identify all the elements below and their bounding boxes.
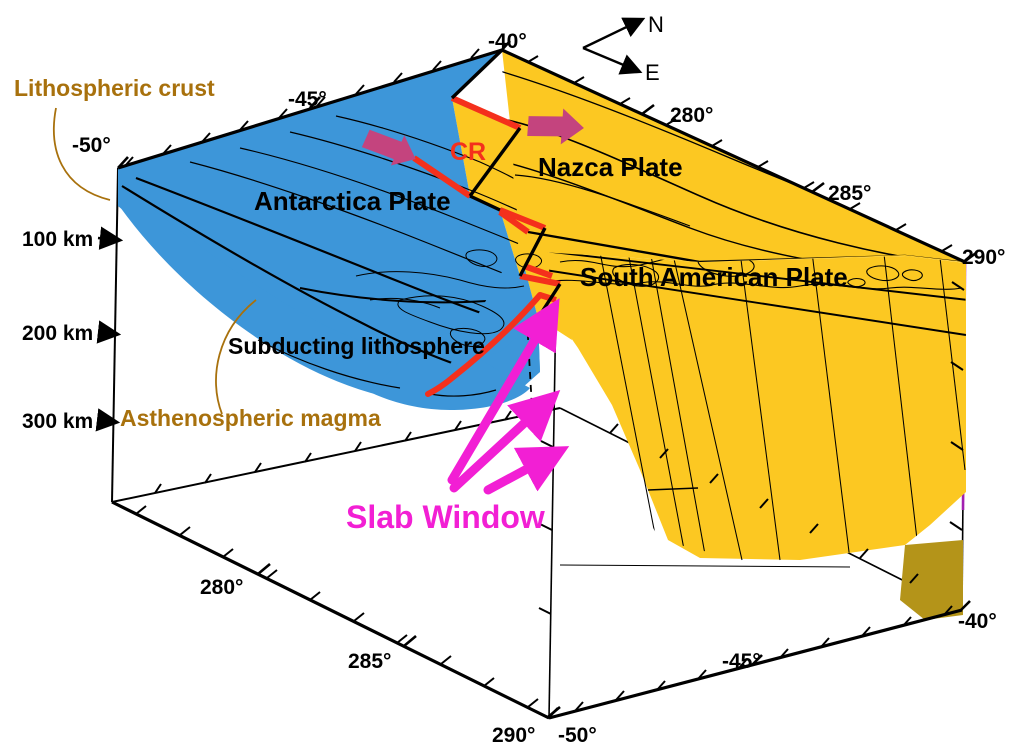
asthenospheric-magma-leader (215, 299, 257, 415)
lat-bottom-tick--40: -40° (958, 610, 997, 633)
center-vertical-ticks (538, 440, 554, 615)
lon-bottom-tick-290: 290° (492, 724, 535, 747)
slab-window-arrows (447, 298, 570, 495)
antarctica-slab-tip (370, 330, 530, 410)
south-american-plate-label: South American Plate (580, 262, 848, 292)
longitude-axis-bottom-ticks (135, 505, 539, 708)
floor-faint-line (559, 564, 851, 568)
longitude-axis-top (501, 48, 977, 264)
chile-ridge-connector (498, 209, 530, 235)
depth-tick-100km: 100 km (22, 228, 93, 251)
compass-north-label: N (648, 12, 664, 37)
depth-tick-300km: 300 km (22, 410, 93, 433)
latitude-axis-bottom-ticks (574, 605, 953, 712)
compass-east-label: E (645, 60, 660, 85)
lat-top-tick--40: -40° (488, 30, 527, 53)
latitude-axis-bottom (547, 600, 971, 720)
deep-slab-olive (900, 540, 963, 620)
lon-top-tick-290: 290° (962, 246, 1005, 269)
lon-top-tick-285: 285° (828, 182, 871, 205)
asthenospheric-magma-label: Asthenospheric magma (120, 405, 381, 431)
latitude-axis-top (117, 40, 511, 170)
lat-bottom-tick--45: -45° (722, 650, 761, 673)
lat-top-tick--45: -45° (288, 88, 327, 111)
antarctica-plate-surface (118, 50, 540, 400)
lithospheric-crust-label: Lithospheric crust (14, 75, 215, 101)
nazca-plate-label: Nazca Plate (538, 152, 683, 182)
subducting-lithosphere-label: Subducting lithosphere (228, 333, 485, 359)
antarctica-motion-arrow (361, 129, 416, 166)
lithospheric-crust-leader (52, 107, 111, 201)
slab-window-label: Slab Window (346, 499, 545, 535)
chile-ridge-segments (412, 95, 561, 287)
depth-tick-200km: 200 km (22, 322, 93, 345)
right-vertical-ticks (949, 281, 965, 531)
antarctica-coastline (257, 249, 543, 397)
nazca-step-1 (452, 98, 528, 232)
nazca-motion-arrow (527, 108, 584, 145)
latitude-axis-top-ticks (124, 48, 480, 167)
lon-bottom-tick-280: 280° (200, 576, 243, 599)
lat-bottom-tick--50: -50° (558, 724, 597, 747)
lon-top-tick-280: 280° (670, 104, 713, 127)
depth-axis-ticks (95, 226, 124, 432)
chile-ridge-label: CR (450, 138, 486, 166)
longitude-axis-top-ticks (527, 55, 953, 252)
compass-rose (582, 17, 646, 75)
lat-top-tick--50: -50° (72, 134, 111, 157)
south-american-plate-surface (540, 252, 966, 560)
center-vertical (548, 299, 557, 719)
antarctica-plate-label: Antarctica Plate (254, 186, 451, 216)
floor-back-right-ticks (609, 423, 919, 584)
lon-bottom-tick-285: 285° (348, 650, 391, 673)
